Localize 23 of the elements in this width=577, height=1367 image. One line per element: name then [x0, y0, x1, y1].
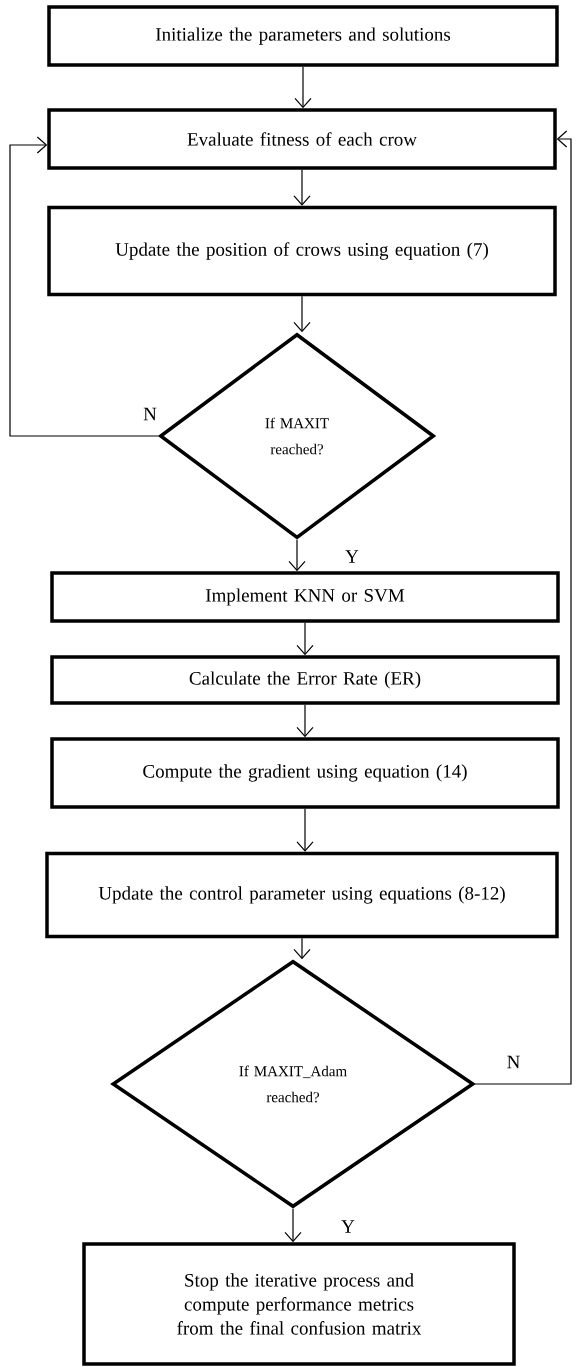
process-box: Calculate the Error Rate (ER) — [50, 655, 560, 705]
process-box: Update the position of crows using equation (7) — [47, 205, 557, 297]
process-box: Stop the iterative process and compute performance metrics from the final confusion matrix — [82, 1242, 516, 1366]
arrow — [9, 136, 159, 437]
process-box: Evaluate fitness of each crow — [47, 108, 557, 170]
edge-label: Y — [340, 1219, 356, 1234]
edge-label: Y — [344, 549, 360, 564]
arrow — [296, 704, 314, 738]
process-box: Implement KNN or SVM — [50, 571, 560, 623]
arrow — [284, 1208, 302, 1243]
edge-label: N — [142, 406, 158, 422]
process-box: Compute the gradient using equation (14) — [50, 737, 560, 809]
arrow — [293, 937, 311, 960]
arrow — [288, 539, 306, 572]
arrow — [293, 169, 311, 206]
process-box: Initialize the parameters and solutions — [47, 5, 559, 67]
process-box: Update the control parameter using equations (8-12) — [45, 851, 559, 939]
arrow — [296, 622, 314, 656]
arrow — [293, 295, 311, 333]
arrow — [294, 66, 312, 109]
edge-label: N — [505, 1054, 522, 1070]
arrow — [296, 808, 314, 852]
arrow — [474, 130, 572, 1085]
